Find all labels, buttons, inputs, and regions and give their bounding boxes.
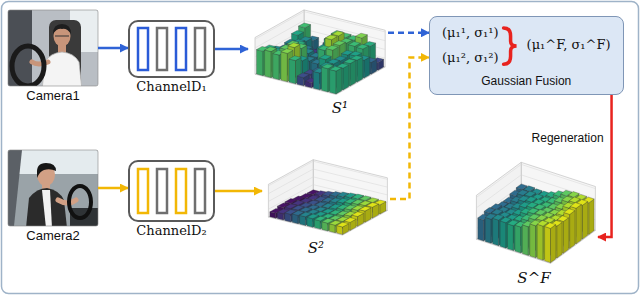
parameter-label: (μ₁², σ₁²): [442, 50, 499, 66]
fusion-panel: (μ₁¹, σ₁¹) (μ₁², σ₁²) (μ₁^F, σ₁^F) Gaussian…: [429, 16, 624, 95]
channel-box: ChannelD₂: [128, 160, 215, 239]
plot-label: S¹: [270, 100, 410, 117]
bar-plot-figure: [268, 160, 387, 235]
bar-plot: S^F: [470, 160, 598, 287]
figure-area: [8, 10, 98, 86]
channel-outline: [128, 20, 215, 78]
bar-plot-figure: [476, 162, 595, 263]
edge-label: Regeneration: [530, 131, 606, 145]
channel-label: ChannelD₁: [128, 80, 215, 95]
panel-title: Gaussian Fusion: [481, 74, 571, 88]
flow-arrow: [215, 190, 262, 193]
parameter-label: (μ₁¹, σ₁¹): [442, 25, 499, 41]
flow-arrow: [215, 48, 248, 51]
figure-area: [248, 8, 388, 100]
figure-area: [8, 150, 98, 226]
dashed-arrow: [390, 57, 429, 199]
bar-plot: S¹: [248, 8, 388, 117]
channel-label: ChannelD₂: [128, 224, 215, 239]
figure-area: [470, 160, 598, 270]
channel-box: ChannelD₁: [128, 20, 215, 95]
flow-arrow: [98, 187, 128, 190]
regeneration-arrow: [598, 95, 612, 237]
bar-plot: S²: [262, 158, 390, 257]
driver-photo: [8, 10, 98, 86]
parameter-label: (μ₁^F, σ₁^F): [527, 37, 611, 53]
plot-label: S²: [252, 240, 380, 257]
dashed-arrow: [388, 32, 429, 35]
plot-label: S^F: [470, 270, 598, 287]
channel-bars: [138, 28, 205, 213]
camera-photo: Camera1: [8, 10, 98, 104]
flow-arrow: [98, 47, 128, 50]
camera-photo: Camera2: [8, 150, 98, 244]
figure-area: [262, 158, 390, 240]
channel-outline: [128, 160, 215, 222]
driver-photo: [8, 150, 98, 226]
bar-plot-figure: [255, 10, 385, 95]
fusion-brace: [504, 28, 517, 64]
camera-label: Camera2: [8, 229, 98, 244]
camera-label: Camera1: [8, 89, 98, 104]
